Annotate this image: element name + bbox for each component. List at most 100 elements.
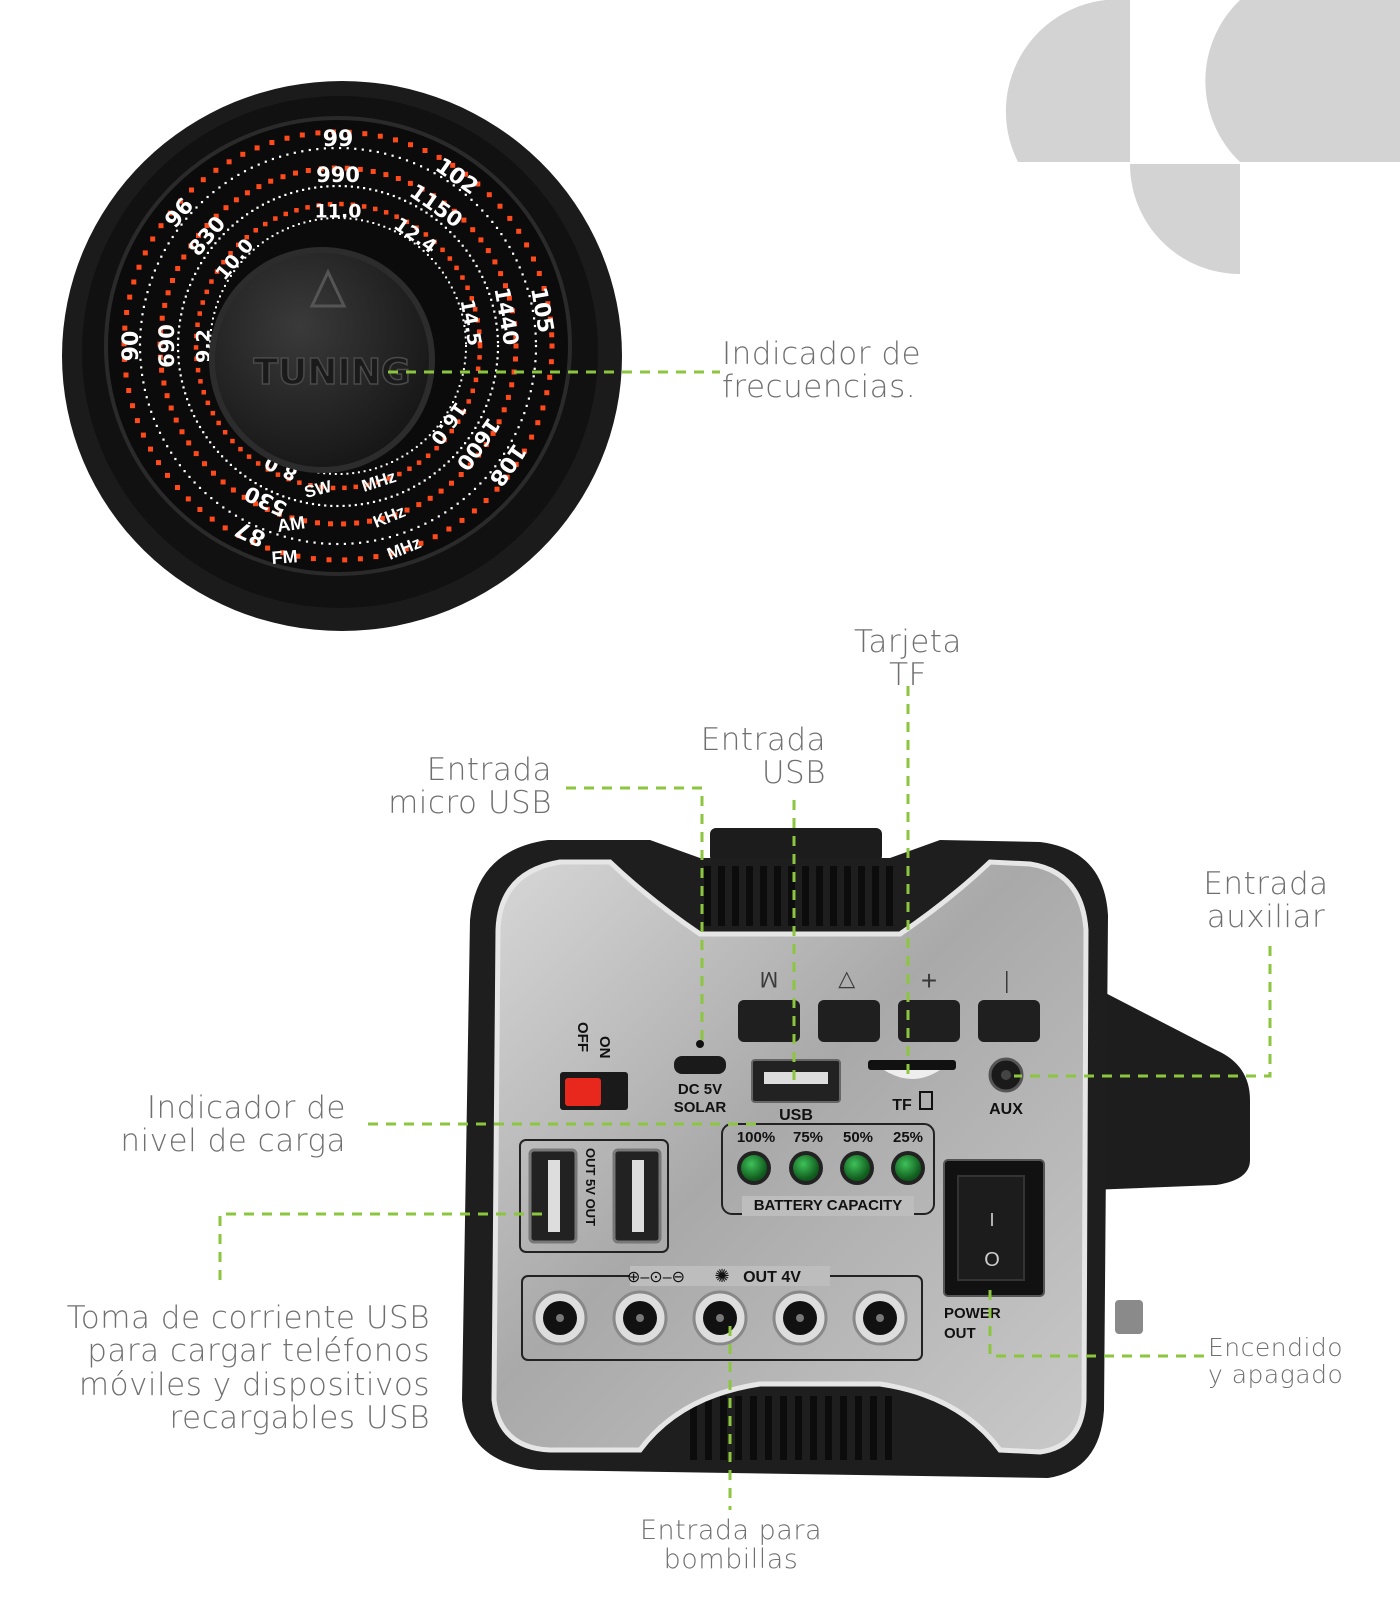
dial-dot xyxy=(143,388,146,391)
dial-dot xyxy=(241,518,244,521)
dial-dot xyxy=(504,239,507,242)
dial-dot xyxy=(393,230,396,233)
plus-button[interactable]: + xyxy=(898,965,960,1042)
power-on-icon: I xyxy=(989,1210,994,1230)
dial-dot xyxy=(456,390,459,393)
dial-dot xyxy=(483,442,489,447)
jack-1[interactable] xyxy=(532,1290,588,1346)
dial-dot xyxy=(194,333,199,339)
minus-button[interactable]: — xyxy=(978,971,1040,1042)
dial-dot xyxy=(383,225,386,228)
dial-dot xyxy=(477,340,483,346)
dial-dot xyxy=(436,425,439,428)
callout-charge-level-line-1: Indicador de xyxy=(146,1090,346,1126)
power-switch[interactable]: I O POWER OUT xyxy=(943,1159,1045,1342)
triangle-icon xyxy=(309,268,347,308)
dial-dot xyxy=(437,515,440,518)
tf-card-slot[interactable]: TF xyxy=(868,1060,956,1114)
dial-dot xyxy=(376,150,379,154)
dial-dot xyxy=(193,345,199,350)
dial-dot xyxy=(495,363,498,366)
dial-dot xyxy=(233,197,239,203)
dial-dot xyxy=(494,316,497,319)
jack-5[interactable] xyxy=(852,1290,908,1346)
dial-dot xyxy=(204,223,210,228)
dial-dot xyxy=(265,467,271,472)
dial-dot xyxy=(218,186,221,189)
dial-dot xyxy=(500,233,503,236)
dial-dot xyxy=(547,316,553,322)
dial-dot xyxy=(210,410,216,416)
dial-dot xyxy=(263,221,268,227)
dial-dot xyxy=(462,319,465,322)
usb-output-port-1[interactable] xyxy=(528,1148,578,1244)
dial-dot xyxy=(534,340,537,343)
dial-dot xyxy=(158,328,164,334)
dial-dot xyxy=(392,194,395,198)
dial-dot xyxy=(222,430,228,435)
dial-dot xyxy=(284,193,287,196)
dial-dot xyxy=(494,465,497,468)
dial-dot xyxy=(463,325,466,327)
dial-dot xyxy=(383,210,389,215)
dial-dot xyxy=(340,473,343,475)
dial-dot xyxy=(506,295,512,301)
callout-usb-input-line-2: USB xyxy=(761,755,826,792)
callout-bulbs-input-line-2: bombillas xyxy=(663,1544,799,1576)
dial-dot xyxy=(163,248,166,252)
micro-usb-port[interactable]: DC 5V SOLAR xyxy=(674,1040,727,1116)
dial-dot xyxy=(540,405,546,411)
dial-dot xyxy=(454,395,457,398)
dial-dot xyxy=(523,412,526,415)
dial-dot xyxy=(141,313,144,316)
usb-output-port-2[interactable] xyxy=(612,1148,662,1244)
dial-dot xyxy=(200,300,205,305)
dial-dot xyxy=(348,504,351,507)
dial-dot xyxy=(209,340,212,343)
dial-dot xyxy=(466,399,471,404)
dial-dot xyxy=(359,541,362,544)
prev-button[interactable]: ◁ xyxy=(818,972,880,1042)
dial-dot xyxy=(262,528,265,531)
dial-dot xyxy=(379,515,385,521)
jack-2[interactable] xyxy=(612,1290,668,1346)
dial-dot xyxy=(336,542,339,546)
dial-dot xyxy=(393,137,398,143)
jack-4[interactable] xyxy=(772,1290,828,1346)
dial-dot xyxy=(292,225,295,227)
dial-dot xyxy=(256,206,259,209)
dial-dot xyxy=(331,129,336,135)
dial-dot xyxy=(209,279,214,284)
dial-dot xyxy=(453,235,456,238)
dial-dot xyxy=(354,520,360,526)
dial-dot xyxy=(213,167,219,173)
dial-dot xyxy=(490,430,496,436)
tuning-knob[interactable] xyxy=(209,247,435,473)
mode-button[interactable]: M xyxy=(738,967,800,1042)
dial-dot xyxy=(361,148,364,151)
dial-dot xyxy=(473,377,479,383)
jack-3[interactable] xyxy=(692,1290,748,1346)
dial-dot xyxy=(334,473,337,475)
dial-dot xyxy=(363,187,366,190)
dial-dot xyxy=(468,493,471,496)
dial-dot xyxy=(404,507,410,513)
aux-port[interactable]: AUX xyxy=(988,1057,1024,1118)
dial-dot xyxy=(532,375,535,378)
dial-dot xyxy=(204,289,209,295)
dial-dot xyxy=(216,420,221,426)
dial-dot xyxy=(288,497,291,500)
dial-dot xyxy=(440,247,445,253)
dial-dot xyxy=(156,460,161,466)
dial-dot xyxy=(328,521,333,527)
dial-dot xyxy=(477,343,483,349)
dial-dot xyxy=(528,295,531,298)
usb-input-port[interactable]: USB xyxy=(751,1059,841,1124)
dial-dot xyxy=(483,281,486,284)
dial-dot xyxy=(315,130,321,136)
usb-output-ports: OUT 5V OUT xyxy=(519,1139,669,1253)
dial-dot xyxy=(362,131,368,137)
on-off-switch[interactable]: ON OFF xyxy=(560,1022,628,1110)
dial-dot xyxy=(261,241,264,244)
